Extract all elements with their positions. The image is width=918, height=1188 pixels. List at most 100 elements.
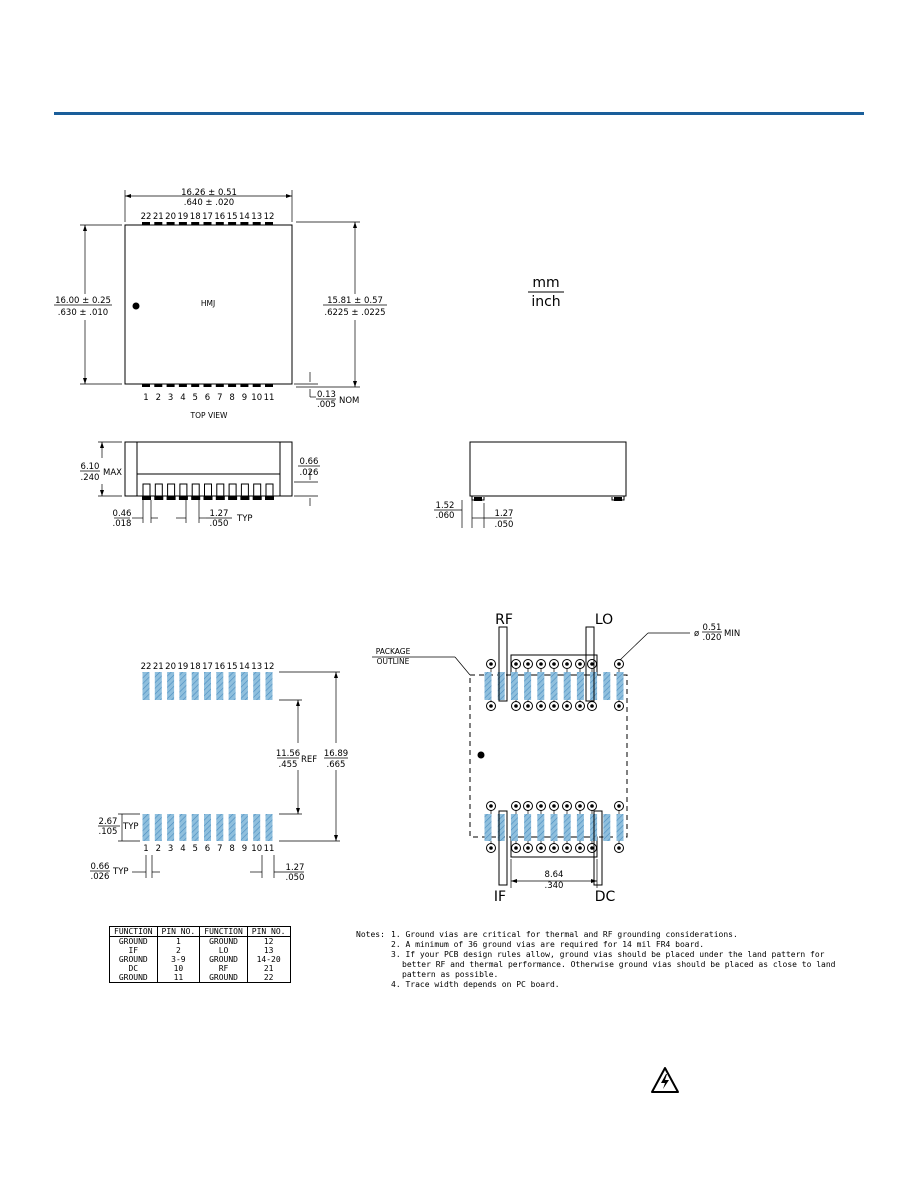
side-lead-foot	[154, 496, 164, 500]
outline-label-2: OUTLINE	[377, 657, 410, 666]
lead	[154, 384, 163, 387]
board-pad	[524, 672, 532, 700]
ground-via-hole	[526, 662, 530, 666]
side-lead	[265, 483, 274, 497]
table-cell: 3-9	[156, 955, 201, 964]
via-mm: 0.51	[703, 623, 722, 633]
table-cell: 14-20	[246, 955, 291, 964]
pin-number: 15	[227, 662, 238, 672]
side-lead-foot	[240, 496, 250, 500]
pin-number: 18	[190, 212, 201, 222]
board-pad	[563, 672, 571, 700]
lead	[191, 222, 200, 225]
board-pad	[510, 814, 518, 841]
table-cell: 22	[246, 973, 291, 983]
pitch-mm: 1.27	[210, 509, 229, 519]
lead	[228, 384, 237, 387]
board-pad	[576, 672, 584, 700]
table-header: FUNCTION	[109, 926, 158, 937]
board-pad	[550, 672, 558, 700]
pin-number: 22	[141, 662, 152, 672]
land-pad	[265, 672, 273, 700]
land-pad	[228, 814, 236, 841]
table-cell: GROUND	[199, 955, 248, 964]
table-header: FUNCTION	[199, 926, 248, 937]
note-item: 2. A minimum of 36 ground vias are requi…	[391, 940, 705, 949]
ground-via-hole	[578, 804, 582, 808]
lead	[142, 222, 150, 225]
ground-via-hole	[489, 662, 493, 666]
side-height-note: MAX	[103, 468, 122, 478]
board-pad	[603, 814, 611, 841]
pin-number: 19	[177, 662, 188, 672]
side-leads	[142, 483, 274, 500]
ground-via-hole	[590, 662, 594, 666]
header-rule	[54, 112, 864, 115]
pin-number: 9	[242, 393, 247, 403]
lead	[265, 222, 273, 225]
span-mm: 8.64	[545, 870, 564, 880]
lead	[166, 384, 175, 387]
height-left-mm: 16.00 ± 0.25	[55, 296, 111, 306]
ground-via-hole	[514, 846, 518, 850]
land-pad	[204, 672, 211, 700]
standoff-note: NOM	[339, 396, 359, 406]
lead	[240, 384, 249, 387]
board-pin1-marker	[477, 751, 485, 759]
board-pad	[537, 814, 545, 841]
pin-number: 12	[264, 212, 275, 222]
lead-len-in: .026	[300, 468, 319, 478]
end-b-mm: 1.27	[495, 509, 514, 519]
end-body	[469, 441, 627, 497]
pin-number: 7	[217, 844, 222, 854]
units-bottom: inch	[531, 294, 560, 310]
ground-via-hole	[552, 704, 556, 708]
pin-number: 2	[156, 844, 161, 854]
pin-number: 2	[156, 393, 161, 403]
pin-number: 22	[141, 212, 152, 222]
via-note: MIN	[724, 629, 740, 639]
pin-number: 19	[177, 212, 188, 222]
ground-via-hole	[526, 846, 530, 850]
ground-via-hole	[578, 704, 582, 708]
pin-number: 21	[153, 662, 164, 672]
side-height-mm: 6.10	[81, 462, 100, 472]
pad-len-mm: 2.67	[99, 817, 118, 827]
side-lead	[216, 483, 225, 497]
side-lead	[253, 483, 262, 497]
ground-via-hole	[489, 704, 493, 708]
end-a-mm: 1.52	[436, 501, 455, 511]
pin-number: 4	[180, 844, 185, 854]
land-pad	[154, 814, 162, 841]
via-in: .020	[703, 633, 722, 643]
pin-number: 6	[205, 844, 210, 854]
height-left-in: .630 ± .010	[58, 308, 108, 318]
board-pad	[550, 814, 558, 841]
lead	[203, 384, 212, 387]
ground-via-hole	[489, 846, 493, 850]
ground-vias	[486, 659, 624, 853]
lead-width-mm: 0.46	[113, 509, 132, 519]
land-pad	[240, 672, 248, 700]
land-pad	[167, 814, 175, 841]
pin-number: 11	[264, 393, 275, 403]
table-row: GROUND 1 GROUND 12	[109, 936, 291, 946]
table-cell: 12	[246, 936, 291, 946]
bottom-leads	[142, 384, 273, 387]
pin-number: 13	[251, 212, 262, 222]
table-cell: 10	[156, 964, 201, 973]
land-pad	[240, 814, 248, 841]
width-dim-mm: 16.26 ± 0.51	[181, 188, 237, 198]
side-lead	[154, 483, 163, 497]
outline-label-1: PACKAGE	[376, 647, 411, 656]
table-cell: 1	[156, 936, 201, 946]
inner-in: .455	[279, 760, 298, 770]
lead-width-in: .018	[113, 519, 132, 529]
ground-via-hole	[590, 804, 594, 808]
lead	[178, 222, 187, 225]
table-cell: DC	[109, 964, 158, 973]
table-row: GROUND 11 GROUND 22	[109, 973, 291, 983]
table-cell: GROUND	[199, 936, 248, 946]
